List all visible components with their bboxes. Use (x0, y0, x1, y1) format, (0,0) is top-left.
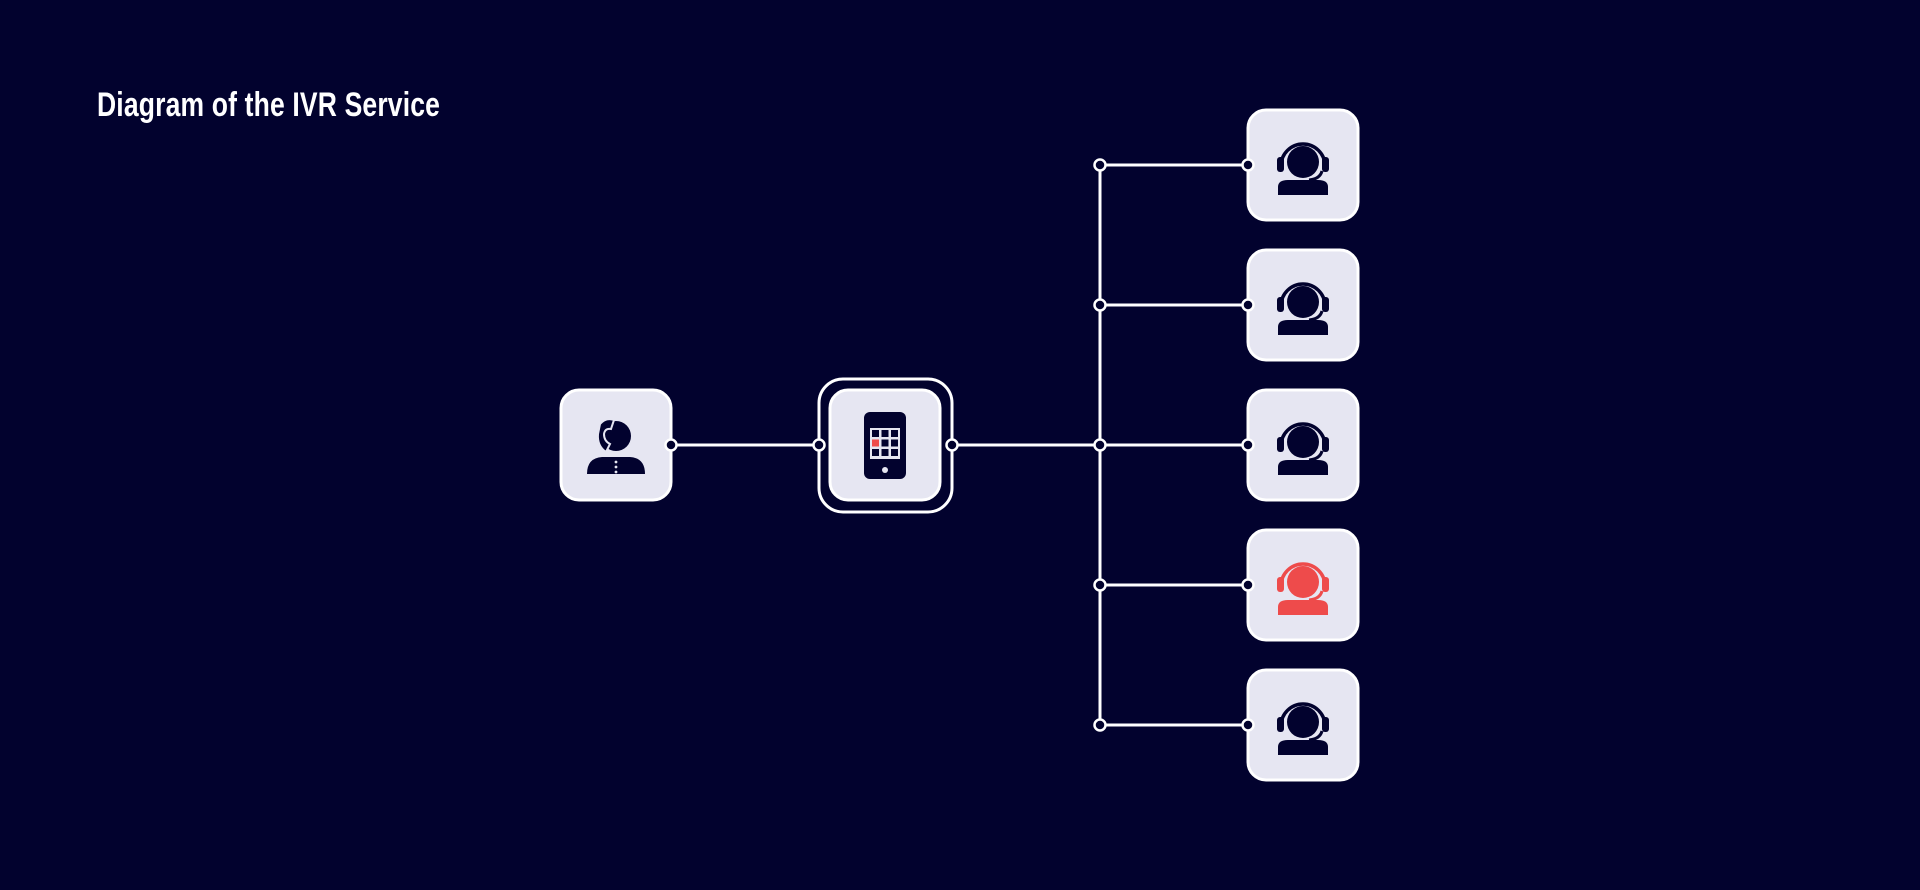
port-agent-in (1241, 718, 1255, 732)
agent-node-4-highlighted[interactable] (1246, 528, 1360, 642)
junction-dot (1093, 718, 1107, 732)
junction-dot (1093, 158, 1107, 172)
agent-node-1[interactable] (1246, 108, 1360, 222)
caller-node[interactable] (559, 388, 673, 502)
port-agent-in (1241, 578, 1255, 592)
junction-dot (1093, 438, 1107, 452)
junction-dot (1093, 578, 1107, 592)
junction-dot (1093, 298, 1107, 312)
agent-node-5[interactable] (1246, 668, 1360, 782)
port-agent-in (1241, 298, 1255, 312)
port-agent-in (1241, 158, 1255, 172)
diagram-title: Diagram of the IVR Service (97, 86, 441, 124)
port-ivr-out (945, 438, 959, 452)
port-agent-in (1241, 438, 1255, 452)
agent-node-3[interactable] (1246, 388, 1360, 502)
ivr-system-node[interactable] (817, 377, 954, 514)
port-caller-out (664, 438, 678, 452)
port-ivr-in (812, 438, 826, 452)
caller-headset-icon (587, 418, 645, 474)
agent-node-2[interactable] (1246, 248, 1360, 362)
connection-ports (664, 158, 1255, 732)
tablet-keypad-icon (864, 412, 906, 479)
connector-lines (672, 163, 1248, 727)
